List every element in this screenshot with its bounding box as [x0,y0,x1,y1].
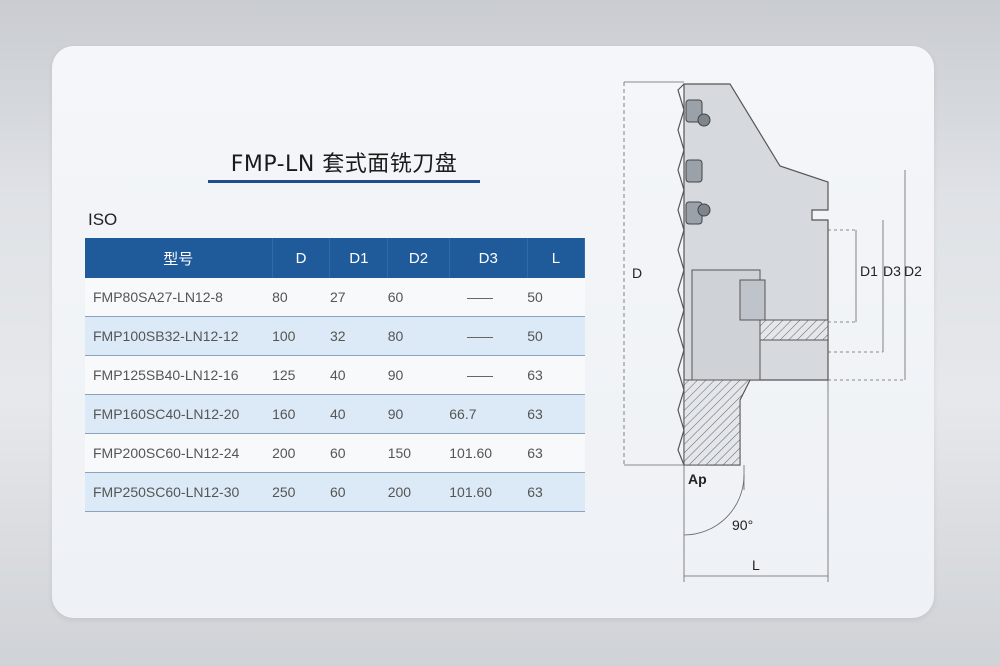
cell-d: 250 [272,472,330,512]
cell-d1: 60 [329,433,388,473]
cell-l: 63 [527,355,585,395]
header-l: L [527,238,586,278]
bore-section [759,319,829,341]
cell-d1: 60 [329,472,388,512]
empty-dash [467,297,494,299]
cell-d3 [449,355,528,395]
cell-model: FMP200SC60-LN12-24 [85,433,273,473]
dim-d3: D3 [883,263,901,279]
table-header-row: 型号 D D1 D2 D3 L [85,238,586,278]
dim-l: L [752,557,760,573]
cell-d2: 80 [387,316,450,356]
title-underline [208,180,480,183]
dim-angle: 90° [732,517,753,533]
header-model: 型号 [85,238,273,278]
dim-d: D [632,265,642,281]
table-row: FMP80SA27-LN12-8 80 27 60 50 [85,278,585,317]
cell-d1: 27 [329,278,388,317]
empty-dash [467,336,494,338]
header-d: D [272,238,331,278]
header-d2: D2 [387,238,450,278]
cell-d3 [449,278,528,317]
cell-model: FMP80SA27-LN12-8 [85,278,273,317]
cell-d: 80 [272,278,330,317]
drive-key [739,279,766,321]
cell-d: 100 [272,316,330,356]
table-row: FMP100SB32-LN12-12 100 32 80 50 [85,316,585,356]
teeth-edge [677,83,685,466]
standard-label: ISO [88,210,118,229]
insert-pockets [685,99,711,225]
cell-d1: 32 [329,316,388,356]
hub-section [683,379,751,466]
cell-l: 63 [527,433,585,473]
table-row: FMP200SC60-LN12-24 200 60 150 101.60 63 [85,433,585,473]
table-row: FMP250SC60-LN12-30 250 60 200 101.60 63 [85,472,585,512]
cell-model: FMP250SC60-LN12-30 [85,472,273,512]
page-title: FMP-LN 套式面铣刀盘 [230,152,458,177]
cell-d: 200 [272,433,330,473]
cell-d2: 60 [387,278,450,317]
dim-ap: Ap [688,471,707,487]
cell-d3 [449,316,528,356]
header-d1: D1 [329,238,389,278]
cell-d1: 40 [329,394,388,434]
cutter-drawing: D D1 D3 D2 Ap 90° L [623,81,922,582]
dim-d2: D2 [904,263,922,279]
cell-l: 63 [527,394,585,434]
cell-model: FMP160SC40-LN12-20 [85,394,273,434]
cell-d: 125 [272,355,330,395]
table-row: FMP125SB40-LN12-16 125 40 90 63 [85,355,585,395]
cell-l: 50 [527,278,585,317]
cell-l: 63 [527,472,585,512]
cell-d2: 90 [387,394,450,434]
dim-d1: D1 [860,263,878,279]
cell-l: 50 [527,316,585,356]
cell-d1: 40 [329,355,388,395]
cell-d3: 101.60 [449,472,528,512]
header-d3: D3 [449,238,528,278]
cell-d2: 150 [387,433,450,473]
cell-d3: 101.60 [449,433,528,473]
cell-d2: 90 [387,355,450,395]
cell-model: FMP125SB40-LN12-16 [85,355,273,395]
cell-d3: 66.7 [449,394,528,434]
empty-dash [467,375,494,377]
cell-d: 160 [272,394,330,434]
cell-d2: 200 [387,472,450,512]
table-row: FMP160SC40-LN12-20 160 40 90 66.7 63 [85,394,585,434]
spec-table: 型号 D D1 D2 D3 L FMP80SA27-LN12-8 80 27 6… [85,238,586,512]
cell-model: FMP100SB32-LN12-12 [85,316,273,356]
